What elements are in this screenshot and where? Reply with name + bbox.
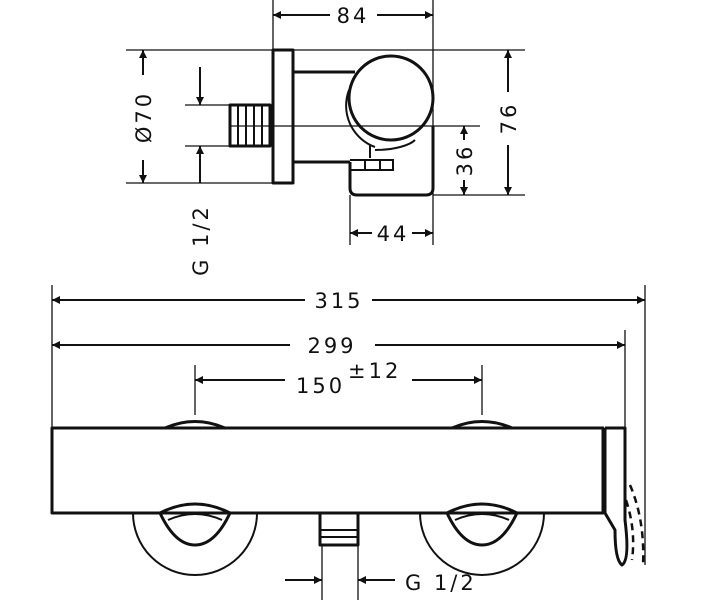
dimension-299: 299 <box>52 334 625 358</box>
front-view: 315 299 150 ±12 G 1/2 <box>50 285 646 600</box>
dimension-label: G 1/2 <box>189 204 213 276</box>
dimension-label: Ø70 <box>132 91 156 143</box>
outlet-connector <box>318 511 360 547</box>
extension-lines <box>126 0 525 245</box>
wall-cover-plate <box>601 426 645 567</box>
dimension-label: 76 <box>497 102 521 135</box>
dimension-label: 299 <box>307 334 356 358</box>
handle-left <box>132 502 258 576</box>
thread-connector <box>228 103 272 148</box>
dimension-diameter-70: Ø70 <box>132 50 156 183</box>
dimension-150: 150 ±12 <box>195 359 482 398</box>
dimension-label: 315 <box>314 289 363 313</box>
mixer-side-profile <box>271 48 435 197</box>
handle-right <box>419 502 545 576</box>
dimension-label: 36 <box>453 144 477 177</box>
dimension-315: 315 <box>52 289 645 313</box>
dimension-outlet-thread: G 1/2 <box>285 571 477 595</box>
dimension-label: 44 <box>377 222 410 246</box>
top-view: 84 Ø70 G 1/2 76 36 44 <box>126 0 525 276</box>
dimension-thread-g12: G 1/2 <box>189 67 213 276</box>
dimension-label: G 1/2 <box>405 571 477 595</box>
dimension-label: 150 <box>296 374 345 398</box>
mixer-body <box>50 420 605 515</box>
dimension-label: 84 <box>337 4 370 28</box>
dimension-36: 36 <box>453 126 477 195</box>
tolerance-label: ±12 <box>348 359 401 383</box>
extension-lines <box>51 285 646 600</box>
dimension-84: 84 <box>273 4 433 28</box>
dimension-44: 44 <box>350 222 433 246</box>
dimension-76: 76 <box>497 50 521 195</box>
